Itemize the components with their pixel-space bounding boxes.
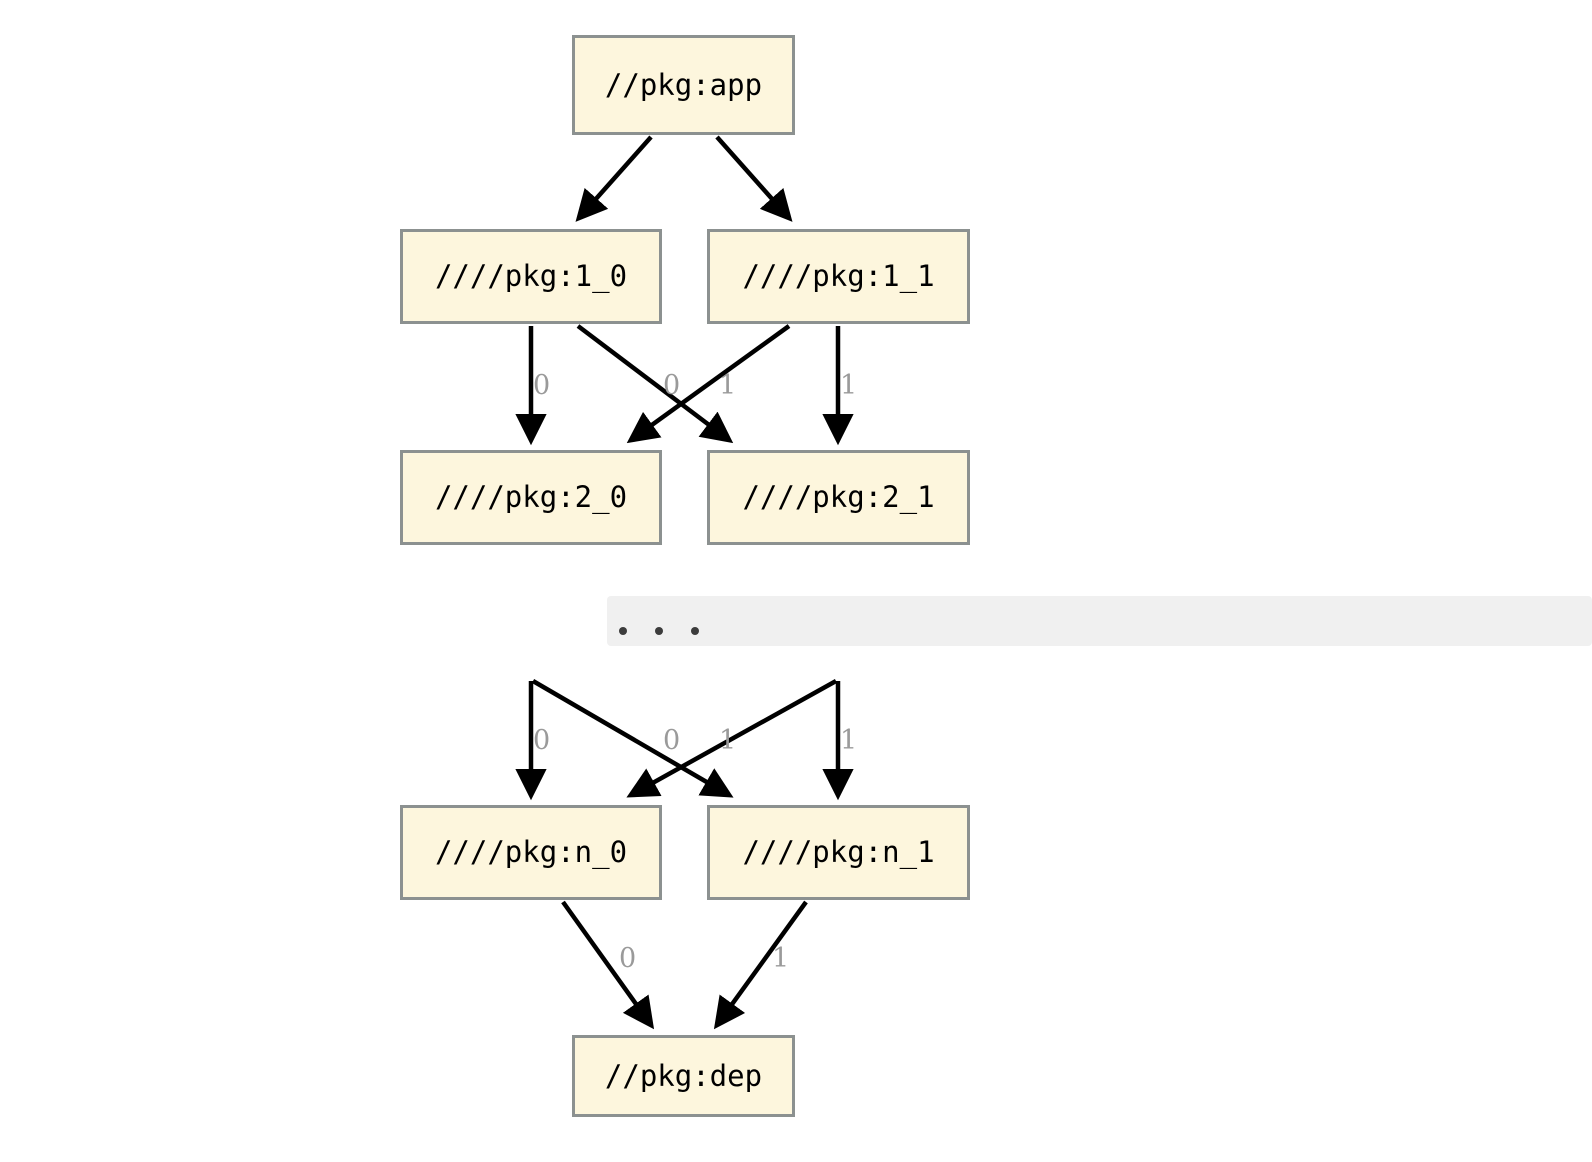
edge-app-to-1-1 (715, 135, 793, 222)
ellipsis-dots (619, 627, 699, 635)
node-pkg-dep[interactable]: //pkg:dep (572, 1035, 795, 1117)
node-label: //pkg:app (604, 67, 763, 102)
node-pkg-2-1[interactable]: ////pkg:2_1 (707, 450, 970, 545)
node-pkg-2-0[interactable]: ////pkg:2_0 (400, 450, 662, 545)
edge-label-1-1-to-2-0: 1 (719, 370, 737, 401)
ellipsis-band (607, 596, 1592, 646)
ellipsis-dot (655, 627, 663, 635)
node-label: ////pkg:1_0 (434, 259, 628, 293)
edge-above-to-n-0-cross (626, 679, 838, 798)
node-pkg-app[interactable]: //pkg:app (572, 35, 795, 135)
ellipsis-dot (691, 627, 699, 635)
edge-label-1-0-to-2-0: 0 (533, 370, 551, 401)
node-pkg-n-1[interactable]: ////pkg:n_1 (707, 805, 970, 900)
edge-label-1-0-to-2-1: 0 (663, 370, 681, 401)
node-label: ////pkg:2_0 (434, 480, 628, 514)
edge-1-0-to-2-1 (576, 324, 734, 444)
node-label: ////pkg:n_1 (742, 835, 935, 869)
node-pkg-n-0[interactable]: ////pkg:n_0 (400, 805, 662, 900)
ellipsis-dot (619, 627, 627, 635)
node-pkg-1-0[interactable]: ////pkg:1_0 (400, 229, 662, 324)
node-label: ////pkg:2_1 (742, 480, 935, 514)
node-label: ////pkg:1_1 (742, 259, 935, 293)
edge-label-above-to-n-0-cross: 1 (719, 725, 737, 756)
edge-label-above-to-n-1-straight: 1 (840, 725, 858, 756)
edge-n-0-to-dep (561, 900, 655, 1030)
edge-label-n-1-to-dep: 1 (772, 943, 790, 974)
edge-label-1-1-to-2-1: 1 (840, 370, 858, 401)
edge-n-1-to-dep (713, 900, 808, 1030)
edge-label-above-to-n-1-cross: 0 (663, 725, 681, 756)
edge-label-n-0-to-dep: 0 (619, 943, 637, 974)
edge-label-above-to-n-0-straight: 0 (533, 725, 551, 756)
node-label: //pkg:dep (604, 1058, 763, 1093)
node-pkg-1-1[interactable]: ////pkg:1_1 (707, 229, 970, 324)
edge-above-to-n-1-cross (531, 679, 734, 798)
edge-app-to-1-0 (575, 135, 653, 222)
edge-1-1-to-2-0 (626, 324, 791, 444)
node-label: ////pkg:n_0 (434, 835, 628, 869)
